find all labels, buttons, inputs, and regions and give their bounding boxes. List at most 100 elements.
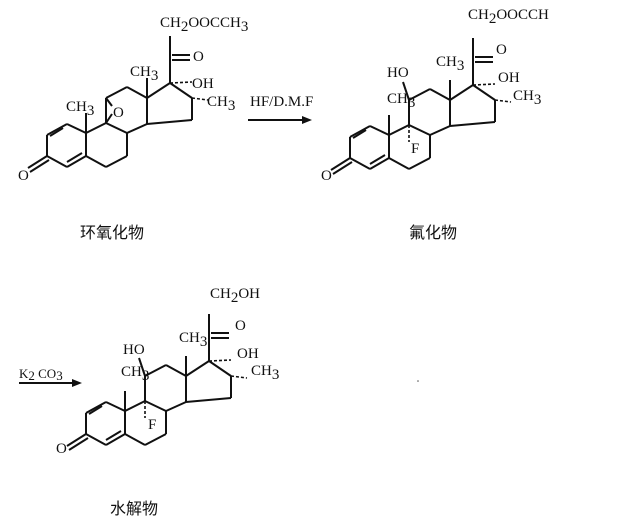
c16-methyl-label: CH3 <box>207 94 235 114</box>
bond <box>46 123 68 136</box>
carbonyl-o-label: O <box>193 49 204 65</box>
bond <box>408 157 431 170</box>
ho11-label: HO <box>387 65 409 81</box>
side-chain-label: CH2OOCCH3 <box>160 15 248 35</box>
c13-methyl-label: CH3 <box>436 54 464 74</box>
bond <box>349 157 371 170</box>
hydrolysate-bonds <box>66 314 248 451</box>
bond <box>369 125 390 136</box>
hydrolysate-molecule: CH2OH O CH3 OH CH3 HO CH3 F O 水解物 <box>56 286 279 518</box>
oh17-label: OH <box>498 70 520 86</box>
bond <box>105 122 128 134</box>
bond <box>105 97 113 107</box>
arrowhead-1 <box>302 116 312 124</box>
bond <box>105 86 128 99</box>
bond <box>429 125 451 136</box>
c16-methyl-label: CH3 <box>513 88 541 108</box>
bond <box>169 82 193 99</box>
bond <box>144 364 167 377</box>
bond <box>138 357 146 377</box>
fluoro-label: F <box>148 417 156 433</box>
bond <box>449 121 496 127</box>
epoxide-molecule: CH2OOCCH3 O CH3 OH CH3 CH3 O O 环氧化物 <box>18 15 248 242</box>
bond <box>126 123 148 134</box>
oh17-label: OH <box>237 346 259 362</box>
bond <box>105 430 122 441</box>
bond <box>68 437 89 451</box>
bond <box>330 157 351 171</box>
bond <box>85 433 107 446</box>
side-chain-label: CH2OH <box>210 286 260 306</box>
bond <box>126 86 148 99</box>
bond <box>191 97 209 101</box>
epoxide-o-label: O <box>113 105 124 121</box>
bond <box>208 359 232 362</box>
bond <box>169 81 193 84</box>
stray-dot <box>417 380 419 382</box>
bond <box>85 155 107 168</box>
c13-methyl-label: CH3 <box>179 330 207 350</box>
caption-hydrolysate: 水解物 <box>110 499 158 518</box>
bond <box>105 433 126 446</box>
ketone-o-label: O <box>18 168 29 184</box>
bond <box>449 84 474 101</box>
c10-methyl-label: CH3 <box>66 99 94 119</box>
bond <box>369 157 390 170</box>
carbonyl-o-label: O <box>496 42 507 58</box>
bond <box>66 123 87 134</box>
c13-methyl-label: CH3 <box>130 64 158 84</box>
carbonyl-o-label: O <box>235 318 246 334</box>
side-chain-label: CH2OOCCH <box>468 7 549 27</box>
ho11-label: HO <box>123 342 145 358</box>
bond <box>472 84 496 101</box>
reagent-k2co3: K2 CO3 <box>19 366 63 383</box>
bond <box>29 159 50 173</box>
bond <box>27 155 48 169</box>
bond <box>66 152 83 163</box>
bond <box>144 433 167 446</box>
bond <box>472 83 496 86</box>
bond <box>402 81 410 101</box>
bond <box>408 88 431 101</box>
fluoride-molecule: CH2OOCCH O CH3 OH CH3 HO CH3 F O 氟化物 <box>321 7 549 242</box>
epoxide-bonds <box>27 36 209 173</box>
bond <box>185 397 232 403</box>
bond <box>429 88 451 101</box>
oh17-label: OH <box>192 76 214 92</box>
bond <box>352 129 367 139</box>
bond <box>388 124 410 136</box>
bond <box>88 405 103 415</box>
bond <box>185 360 210 377</box>
bond <box>85 122 107 134</box>
bond <box>146 82 171 99</box>
c16-methyl-label: CH3 <box>251 363 279 383</box>
arrowhead-2 <box>72 379 82 387</box>
bond <box>388 157 410 170</box>
bond <box>124 400 146 412</box>
bond <box>46 155 68 168</box>
bond <box>408 124 431 136</box>
bond <box>349 125 371 138</box>
bond <box>66 433 87 447</box>
bond <box>66 155 87 168</box>
bond <box>146 119 193 125</box>
c10-methyl-label: CH3 <box>121 364 149 384</box>
bond <box>165 364 187 377</box>
bond <box>105 155 128 168</box>
bond <box>332 161 353 175</box>
bond <box>124 433 146 446</box>
caption-fluoride: 氟化物 <box>409 223 457 242</box>
bond <box>369 154 386 165</box>
bond <box>49 127 64 137</box>
ketone-o-label: O <box>56 441 67 457</box>
bond <box>85 401 107 414</box>
bond <box>494 99 512 103</box>
reagent-hf-dmf: HF/D.M.F <box>250 94 313 110</box>
c10-methyl-label: CH3 <box>387 91 415 111</box>
fluoride-bonds <box>330 38 512 175</box>
bond <box>105 113 113 124</box>
bond <box>105 401 126 412</box>
ketone-o-label: O <box>321 168 332 184</box>
